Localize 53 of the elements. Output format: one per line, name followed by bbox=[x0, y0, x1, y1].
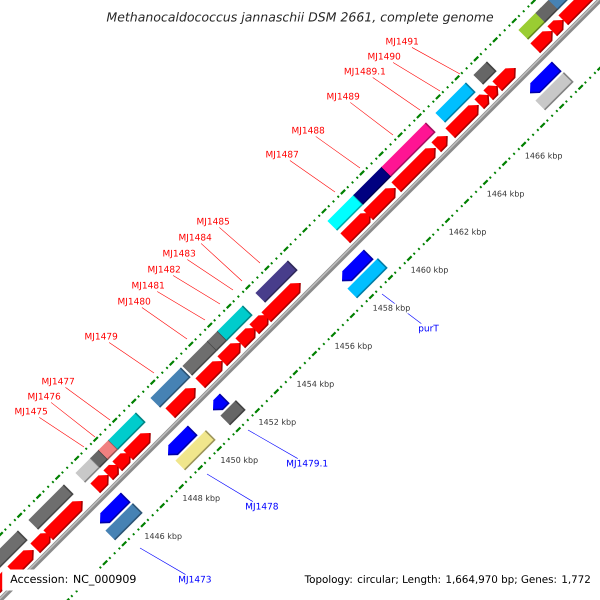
gene-label: MJ1489.1 bbox=[344, 68, 385, 76]
scale-label: 1452 kbp bbox=[258, 418, 298, 428]
gene-label: MJ1476 bbox=[28, 392, 60, 402]
gene-label: MJ1485 bbox=[197, 218, 230, 226]
gene-label: MJ1484 bbox=[179, 234, 212, 242]
leader-line bbox=[350, 102, 394, 136]
scale-label: 1464 kbp bbox=[486, 189, 526, 200]
gene-label: MJ1479.1 bbox=[287, 460, 328, 468]
footer-text: Topology: circular; Length: 1,664,970 bp; Genes: 1,772 bbox=[304, 575, 590, 585]
leader-line bbox=[372, 77, 420, 110]
scale-label: 1450 kbp bbox=[219, 456, 260, 466]
scale-label: 1466 kbp bbox=[524, 151, 564, 162]
gene-label: MJ1480 bbox=[118, 298, 150, 306]
gene-label: MJ1475 bbox=[15, 408, 47, 416]
leader-line bbox=[38, 417, 84, 448]
map-title: Methanocaldococcus jannaschii DSM 2661, complete genome bbox=[106, 12, 494, 24]
gene-label: MJ1489 bbox=[327, 92, 360, 102]
leader-line bbox=[206, 474, 254, 502]
leader-line bbox=[200, 243, 242, 282]
scale-label: 1456 kbp bbox=[334, 342, 374, 352]
leader-line bbox=[140, 548, 186, 575]
leader-line bbox=[315, 136, 360, 168]
scale-label: 1454 kbp bbox=[296, 380, 336, 390]
gene-label: MJ1479 bbox=[85, 332, 118, 342]
gene-label: MJ1483 bbox=[163, 250, 196, 258]
footer-text: Accession: NC_000909 bbox=[2, 570, 144, 590]
leader-line bbox=[142, 307, 188, 340]
leader-line bbox=[50, 402, 96, 438]
leader-line bbox=[290, 160, 336, 192]
gene-label: MJ1491 bbox=[386, 38, 418, 46]
gene-label: MJ1473 bbox=[179, 576, 211, 584]
leader-line bbox=[108, 342, 154, 374]
gene-label: purT bbox=[419, 324, 439, 334]
leader-line bbox=[156, 291, 206, 320]
leader-line bbox=[219, 227, 260, 264]
gene-label: MJ1481 bbox=[132, 282, 164, 290]
leader-line bbox=[412, 47, 460, 74]
scale-label: 1446 kbp bbox=[143, 532, 184, 542]
gene-label: MJ1477 bbox=[42, 378, 74, 386]
gene-label: MJ1478 bbox=[246, 502, 278, 512]
scale-label: 1458 kbp bbox=[372, 304, 412, 314]
leader-line bbox=[172, 275, 220, 304]
gene-label: MJ1487 bbox=[266, 150, 298, 160]
leader-line bbox=[392, 62, 440, 92]
gene-label: MJ1488 bbox=[292, 126, 324, 136]
leader-line bbox=[186, 259, 234, 290]
gene-label: MJ1490 bbox=[368, 52, 400, 62]
scale-label: 1462 kbp bbox=[448, 228, 488, 238]
scale-label: 1448 kbp bbox=[181, 494, 222, 504]
scale-label: 1460 kbp bbox=[410, 266, 450, 276]
leader-line bbox=[248, 430, 298, 459]
leader-line bbox=[65, 387, 110, 420]
gene-label: MJ1482 bbox=[148, 266, 180, 274]
